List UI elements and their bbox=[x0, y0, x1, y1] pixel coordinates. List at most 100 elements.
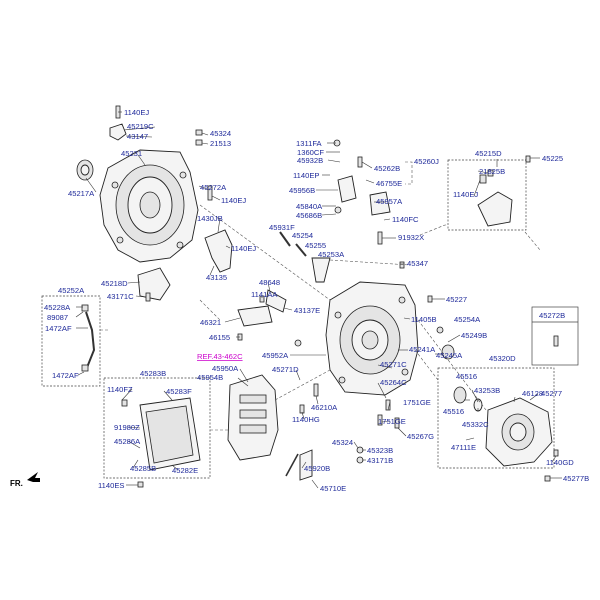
part-label[interactable]: 1430JB bbox=[197, 214, 223, 223]
part-label[interactable]: 45332C bbox=[462, 420, 489, 429]
part-label[interactable]: 45272A bbox=[200, 183, 227, 192]
part-label[interactable]: 45267G bbox=[407, 432, 434, 441]
part-label[interactable]: 89087 bbox=[47, 313, 68, 322]
part-label[interactable]: 1140HG bbox=[292, 415, 320, 424]
part-label[interactable]: 45253A bbox=[318, 250, 345, 259]
part-label[interactable]: 43171C bbox=[107, 292, 134, 301]
part-label[interactable]: 45686B bbox=[296, 211, 322, 220]
drawing-small-parts-center bbox=[237, 231, 331, 347]
part-label[interactable]: 43137E bbox=[294, 306, 320, 315]
part-label[interactable]: 45324 bbox=[210, 129, 231, 138]
part-label[interactable]: 45225 bbox=[542, 154, 563, 163]
part-label[interactable]: 43135 bbox=[206, 273, 227, 282]
part-label[interactable]: 45255 bbox=[305, 241, 326, 250]
part-label[interactable]: 46155 bbox=[209, 333, 230, 342]
part-label[interactable]: 45952A bbox=[262, 351, 289, 360]
part-label[interactable]: 45228A bbox=[44, 303, 71, 312]
part-label[interactable]: 45320D bbox=[489, 354, 516, 363]
part-label[interactable]: 43171B bbox=[367, 456, 393, 465]
part-label[interactable]: 45920B bbox=[304, 464, 330, 473]
part-label[interactable]: 47111E bbox=[451, 443, 476, 452]
part-label[interactable]: 1140EJ bbox=[231, 244, 256, 253]
part-label[interactable]: 1472AF bbox=[52, 371, 79, 380]
part-label[interactable]: 45231 bbox=[121, 149, 142, 158]
part-label[interactable]: 45271D bbox=[272, 365, 299, 374]
part-label[interactable]: 1140FZ bbox=[107, 385, 133, 394]
part-label[interactable]: 45254A bbox=[454, 315, 481, 324]
part-label[interactable]: 45218D bbox=[101, 279, 128, 288]
drawing-oil-guide bbox=[204, 185, 233, 273]
drawing-right-cover-box bbox=[437, 367, 555, 469]
part-label[interactable]: 43147 bbox=[127, 132, 148, 141]
part-label[interactable]: 45215D bbox=[475, 149, 502, 158]
part-label[interactable]: 1140ES bbox=[98, 481, 124, 490]
part-label[interactable]: 45323B bbox=[367, 446, 393, 455]
part-label[interactable]: 1140EJ bbox=[124, 108, 149, 117]
part-label[interactable]: 48648 bbox=[259, 278, 280, 287]
part-label[interactable]: 1360CF bbox=[297, 148, 324, 157]
part-label[interactable]: 1751GE bbox=[403, 398, 431, 407]
part-label[interactable]: 45283B bbox=[140, 369, 166, 378]
drawing-converter-housing bbox=[99, 149, 199, 263]
part-label[interactable]: 45219C bbox=[127, 122, 154, 131]
part-label[interactable]: 45217A bbox=[68, 189, 95, 198]
part-label[interactable]: 21825B bbox=[479, 167, 505, 176]
part-label[interactable]: 45954B bbox=[197, 373, 223, 382]
part-label[interactable]: 45264C bbox=[380, 378, 407, 387]
part-label[interactable]: 45285B bbox=[130, 464, 156, 473]
part-label[interactable]: 1140FC bbox=[392, 215, 419, 224]
drawing-oil-pipe-box bbox=[41, 295, 101, 387]
part-label[interactable]: 46321 bbox=[200, 318, 221, 327]
part-label[interactable]: 1472AF bbox=[45, 324, 72, 333]
part-label[interactable]: 45254 bbox=[292, 231, 313, 240]
part-label[interactable]: 45277 bbox=[541, 389, 562, 398]
part-label[interactable]: 45286A bbox=[114, 437, 141, 446]
part-label[interactable]: 45252A bbox=[58, 286, 85, 295]
part-label[interactable]: 45282E bbox=[172, 466, 198, 475]
part-label[interactable]: 45260J bbox=[414, 157, 439, 166]
part-label[interactable]: 46210A bbox=[311, 403, 338, 412]
part-label[interactable]: 91980Z bbox=[114, 423, 140, 432]
part-label[interactable]: 1141AA bbox=[251, 290, 278, 299]
part-label[interactable]: 45932B bbox=[297, 156, 323, 165]
part-label[interactable]: 45516 bbox=[443, 407, 464, 416]
part-label[interactable]: 45516 bbox=[456, 372, 477, 381]
part-label[interactable]: 1140EJ bbox=[453, 190, 478, 199]
front-arrow-icon bbox=[27, 472, 40, 482]
part-label[interactable]: 1311FA bbox=[296, 139, 323, 148]
part-label[interactable]: 45347 bbox=[407, 259, 428, 268]
part-label[interactable]: 1140GD bbox=[546, 458, 574, 467]
part-label[interactable]: 1751GE bbox=[378, 417, 406, 426]
part-label[interactable]: 45931F bbox=[269, 223, 295, 232]
part-label[interactable]: 45271C bbox=[380, 360, 407, 369]
part-label[interactable]: 45283F bbox=[166, 387, 192, 396]
drawing-valve-body bbox=[227, 374, 279, 461]
part-label[interactable]: 45840A bbox=[296, 202, 323, 211]
part-label[interactable]: 1140EP bbox=[293, 171, 319, 180]
part-label[interactable]: 46128 bbox=[522, 389, 543, 398]
part-label[interactable]: 45249B bbox=[461, 331, 487, 340]
drawing-lower-bracket bbox=[137, 267, 171, 302]
drawing-sensor-top bbox=[333, 139, 391, 216]
front-orientation-indicator: FR. bbox=[10, 472, 40, 488]
part-label[interactable]: 21513 bbox=[210, 139, 231, 148]
part-label[interactable]: 45956B bbox=[289, 186, 315, 195]
part-label[interactable]: 45710E bbox=[320, 484, 346, 493]
part-label[interactable]: 46755E bbox=[376, 179, 402, 188]
part-label[interactable]: 45245A bbox=[436, 351, 463, 360]
part-label[interactable]: 45324 bbox=[332, 438, 353, 447]
part-label[interactable]: 45277B bbox=[563, 474, 589, 483]
part-label[interactable]: 45957A bbox=[376, 197, 403, 206]
drawing-oil-seal bbox=[76, 159, 94, 181]
reference-link-label[interactable]: REF.43-462C bbox=[197, 352, 243, 361]
part-label[interactable]: 45272B bbox=[539, 311, 565, 320]
part-label[interactable]: 45950A bbox=[212, 364, 239, 373]
part-label[interactable]: 43253B bbox=[474, 386, 500, 395]
part-label[interactable]: 45262B bbox=[374, 164, 400, 173]
part-label[interactable]: 45241A bbox=[409, 345, 436, 354]
part-label[interactable]: 1140EJ bbox=[221, 196, 246, 205]
part-label[interactable]: 91932X bbox=[398, 233, 424, 242]
part-label[interactable]: 45227 bbox=[446, 295, 467, 304]
part-label[interactable]: 11405B bbox=[411, 315, 437, 324]
